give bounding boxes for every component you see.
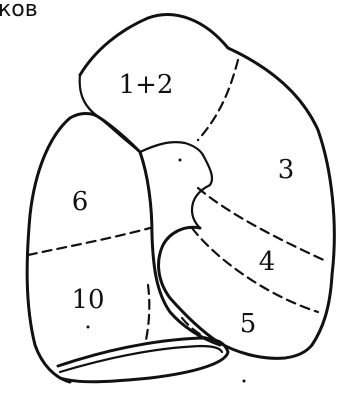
segment-label-10: 10 — [71, 285, 104, 315]
speck — [87, 326, 90, 329]
boundary-10-inner — [146, 285, 149, 340]
corner-text: ков — [0, 0, 38, 22]
segment-label-3: 3 — [278, 155, 295, 185]
segment-label-4: 4 — [259, 247, 276, 277]
boundary-4-to-5 — [192, 228, 318, 312]
upper-lobe-outline — [80, 15, 334, 345]
segment-label-5: 5 — [240, 309, 257, 339]
lower-lobe-outline — [27, 114, 220, 383]
segment-label-1-2: 1+2 — [119, 70, 174, 100]
speck — [179, 159, 182, 162]
base-line-outer — [58, 338, 228, 382]
speck — [243, 380, 246, 383]
boundary-1-2-to-3 — [198, 60, 238, 140]
boundary-6-to-10 — [28, 228, 150, 255]
segment-label-6: 6 — [72, 187, 89, 217]
